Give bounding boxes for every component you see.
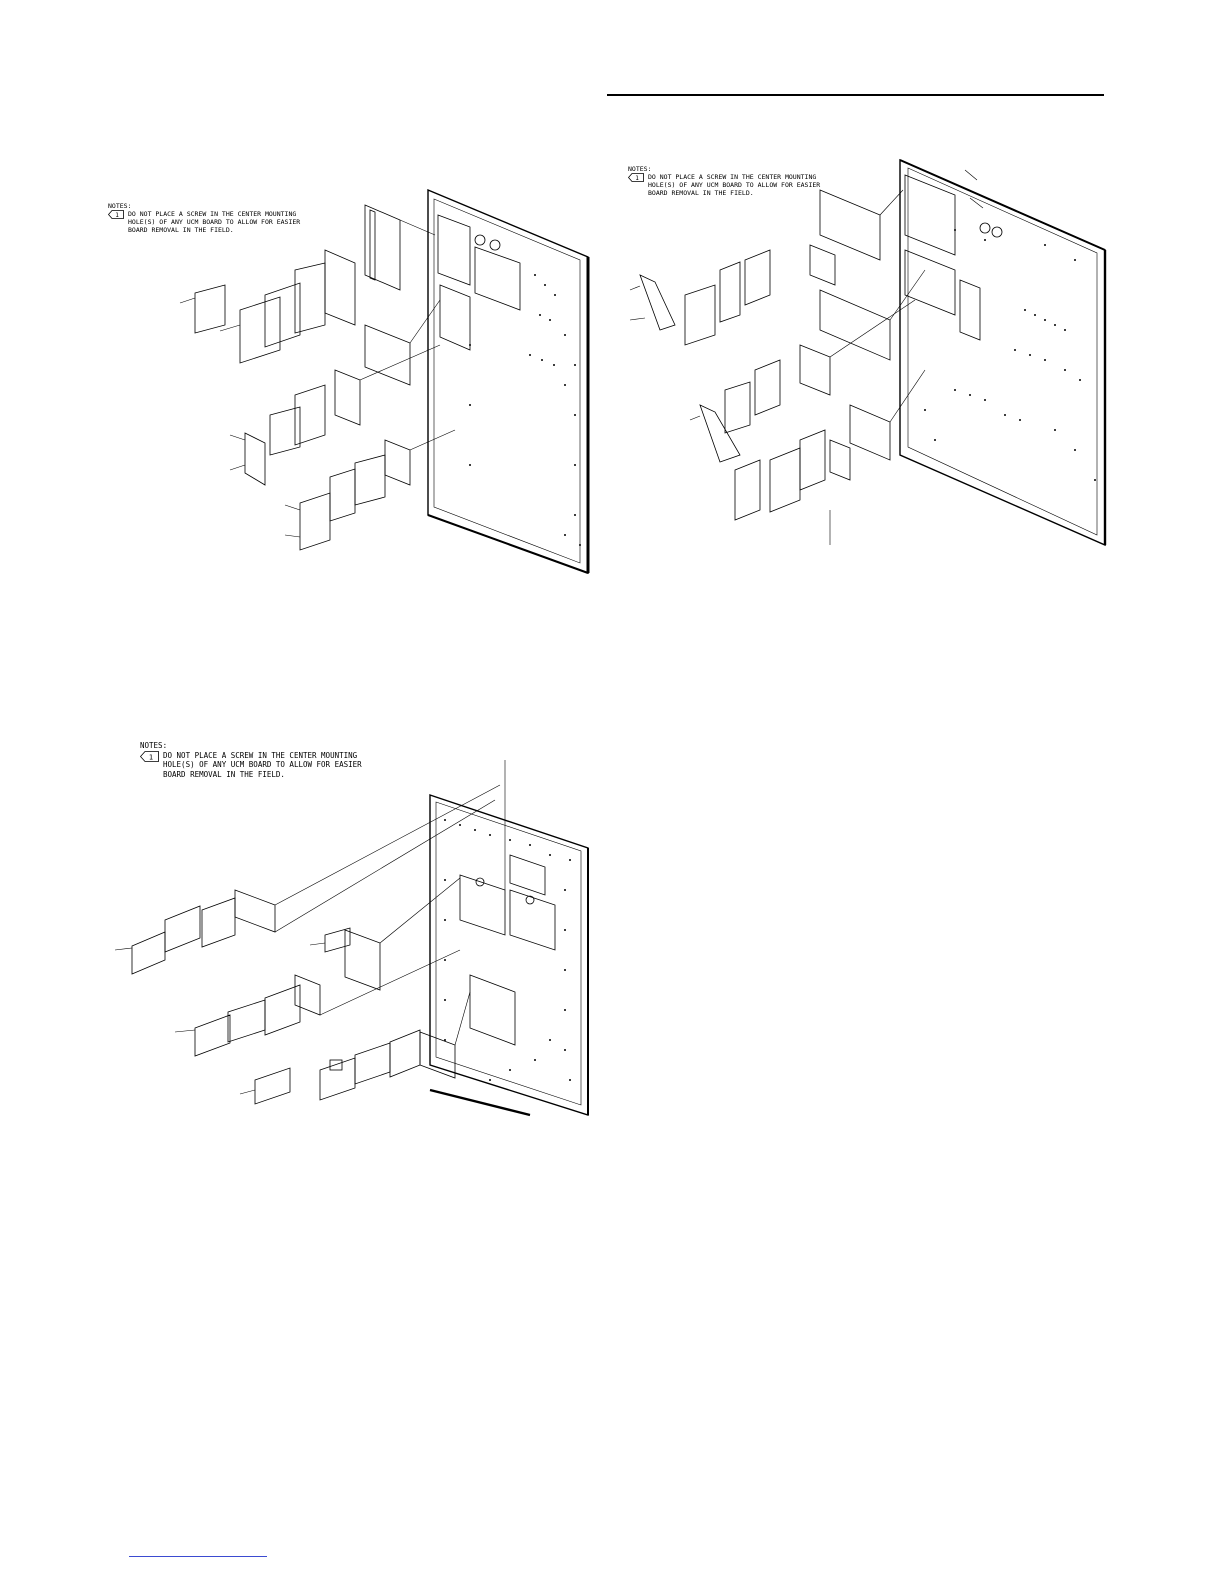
bracket-assemblies [799,189,891,481]
figure2-notes: NOTES: 1 DO NOT PLACE A SCREW IN THE CEN… [628,165,820,197]
panel-holes [469,274,581,546]
note-text: DO NOT PLACE A SCREW IN THE CENTER MOUNT… [163,750,362,779]
notes-heading: NOTES: [140,741,168,750]
note-text: DO NOT PLACE A SCREW IN THE CENTER MOUNT… [128,210,301,234]
figure3-exploded-view [110,760,590,1120]
note-flag-icon: 1 [140,750,159,762]
note-flag-icon: 1 [108,210,124,219]
note-text: DO NOT PLACE A SCREW IN THE CENTER MOUNT… [648,173,821,197]
bracket-assemblies [324,204,411,486]
note-item: 1 DO NOT PLACE A SCREW IN THE CENTER MOU… [628,173,820,197]
bracket-assemblies [234,889,456,1079]
exploded-boards [639,249,826,521]
panel-boards [459,854,556,1046]
panel-boards [904,174,1003,341]
panel-boards [437,214,521,351]
leader-lines [629,169,984,545]
exploded-boards [194,262,386,551]
leader-lines [114,760,506,1095]
note-item: 1 DO NOT PLACE A SCREW IN THE CENTER MOU… [140,751,362,780]
panel-holes [444,819,571,1081]
mounting-panel [429,794,589,1117]
notes-heading: NOTES: [628,165,652,173]
figure3-notes: NOTES: 1 DO NOT PLACE A SCREW IN THE CEN… [140,741,362,779]
leader-lines [179,219,456,538]
notes-heading: NOTES: [108,202,132,210]
footer-link-rule [129,1556,267,1557]
mounting-panel [427,188,590,574]
figure1-notes: NOTES: 1 DO NOT PLACE A SCREW IN THE CEN… [108,202,300,234]
note-flag-icon: 1 [628,173,644,182]
svg-text:1: 1 [115,212,119,219]
header-rule [607,94,1104,96]
note-item: 1 DO NOT PLACE A SCREW IN THE CENTER MOU… [108,210,300,234]
svg-text:1: 1 [149,753,153,761]
exploded-boards [131,897,421,1105]
mounting-panel [899,158,1107,547]
panel-holes [924,229,1096,481]
figure2-exploded-view [625,150,1107,550]
svg-text:1: 1 [635,175,639,182]
figure1-exploded-view [170,185,590,575]
